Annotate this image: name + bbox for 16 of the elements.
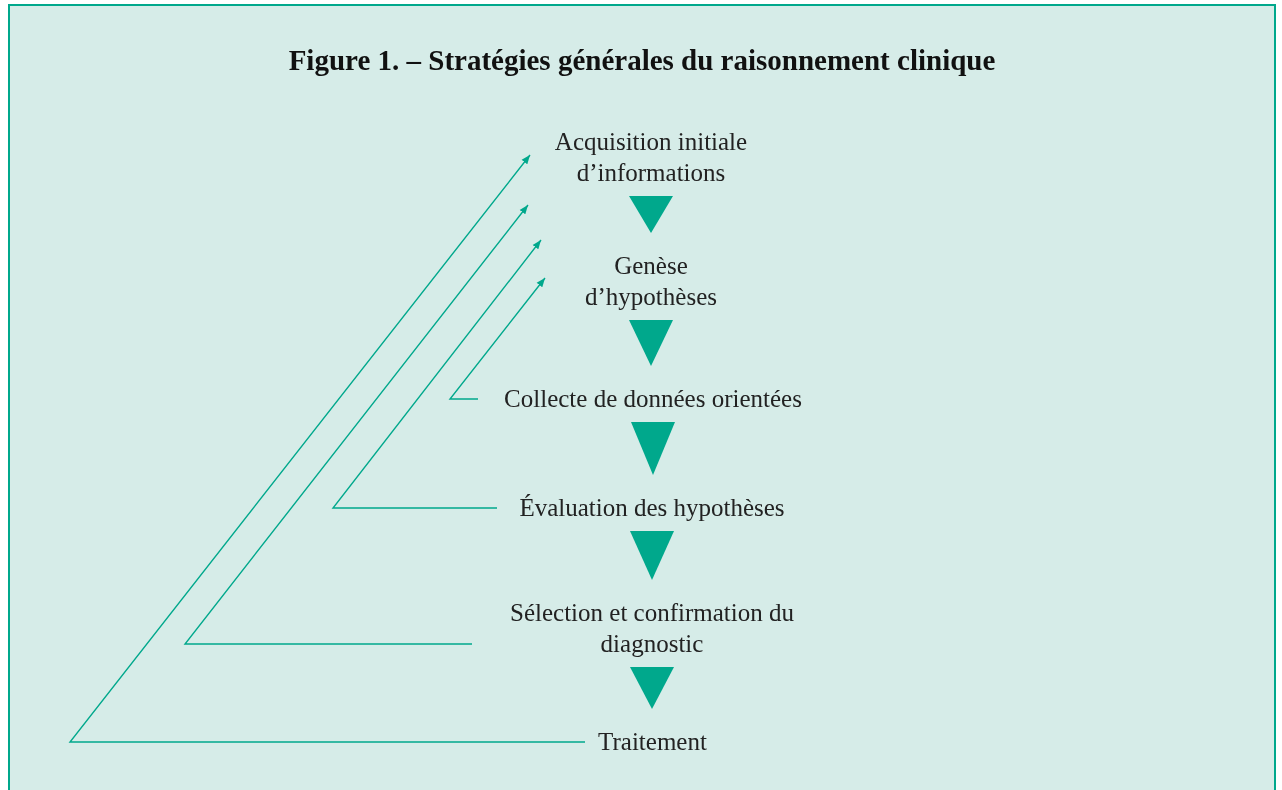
- arrowhead-triangle: [630, 667, 674, 709]
- step-label: Évaluation des hypothèses: [497, 492, 807, 523]
- step-label: Traitement: [585, 726, 720, 757]
- step-label: Acquisition initiale d’informations: [531, 126, 771, 188]
- feedback-arrow: [448, 277, 546, 400]
- arrowhead-triangle: [629, 196, 673, 233]
- step-label: Collecte de données orientées: [478, 383, 828, 414]
- feedback-arrow: [68, 154, 586, 743]
- step-label: Genèse d’hypothèses: [551, 250, 751, 312]
- arrowhead-triangle: [630, 531, 674, 580]
- arrowhead-triangle: [629, 320, 673, 366]
- figure-title: Figure 1. – Stratégies générales du raisonnement clinique: [287, 44, 997, 77]
- feedback-arrow: [183, 204, 529, 645]
- step-label: Sélection et confirmation du diagnostic: [472, 597, 832, 659]
- arrowhead-triangle: [631, 422, 675, 475]
- feedback-arrow: [331, 239, 542, 509]
